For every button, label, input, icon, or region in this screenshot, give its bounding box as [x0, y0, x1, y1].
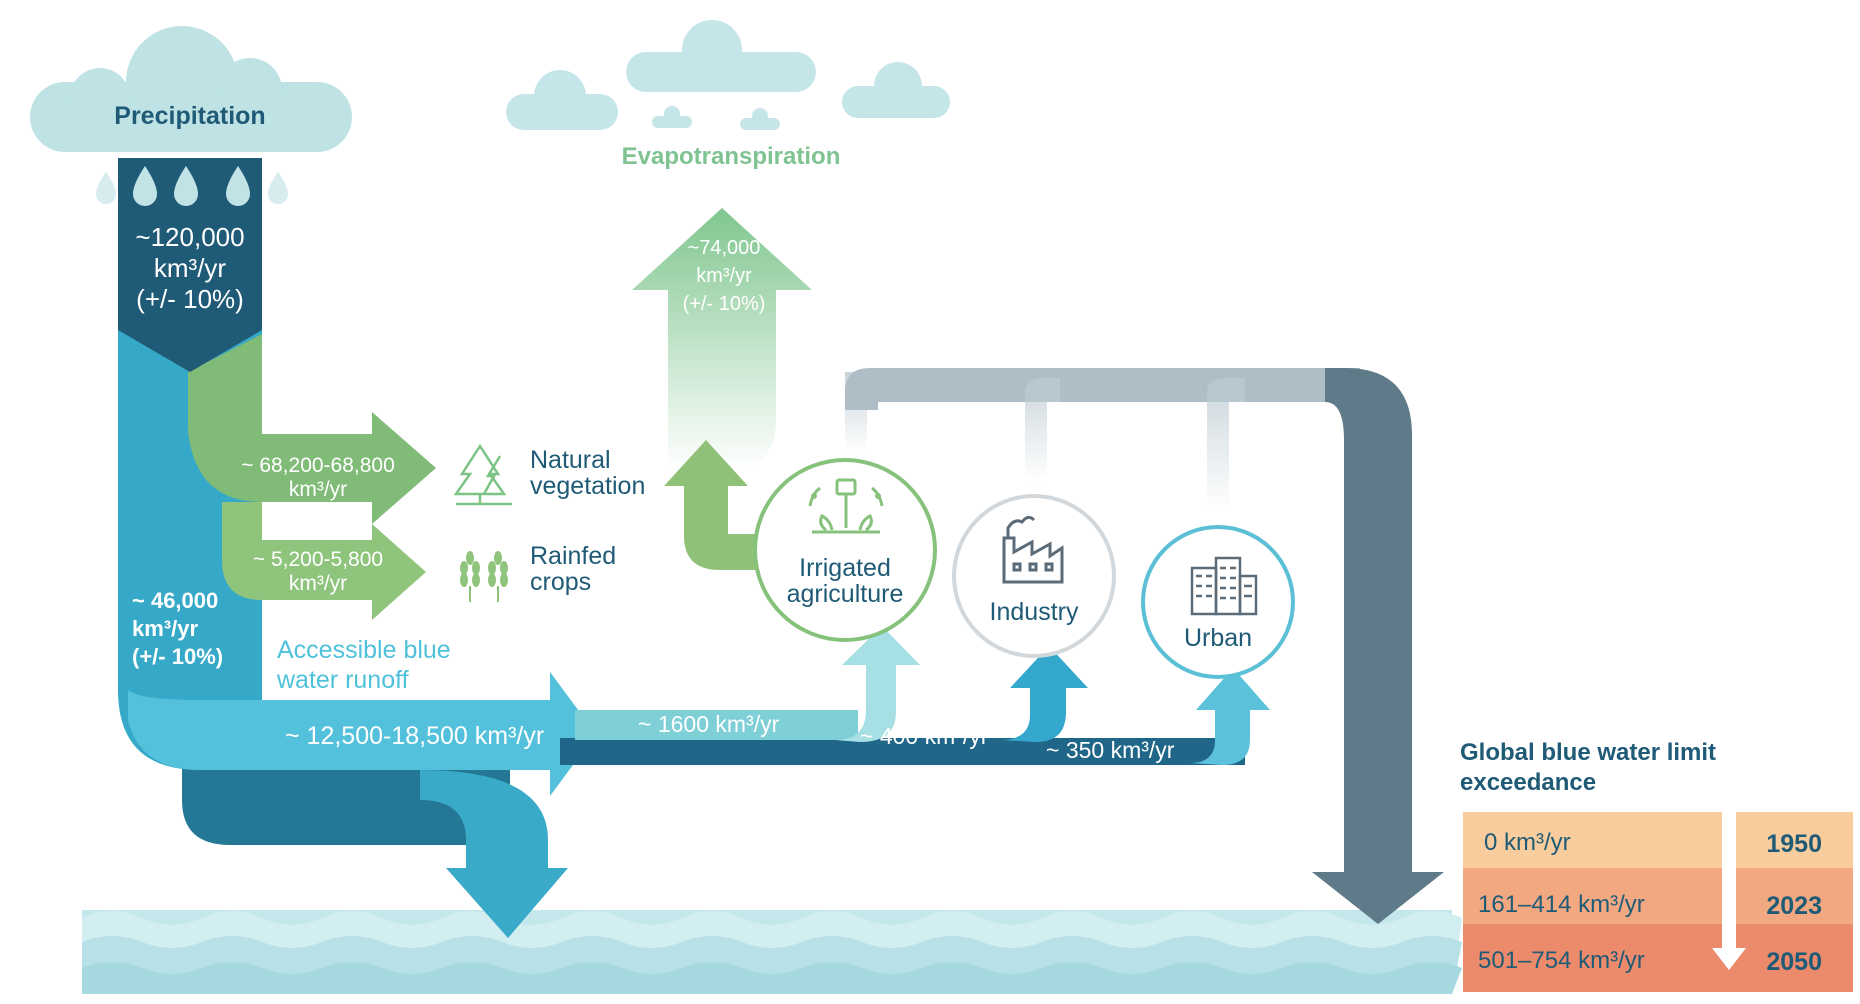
irrigated-label-1: Irrigated: [799, 554, 891, 582]
rainfed-flow-2: km³/yr: [289, 572, 347, 595]
precipitation-value-2: km³/yr: [154, 253, 227, 283]
limit-table: [1463, 812, 1853, 992]
raindrop-icon: [96, 166, 288, 206]
accessible-label-1: Accessible blue: [277, 636, 451, 664]
cloud-icon: [30, 26, 352, 152]
natural-label-1: Natural: [530, 446, 611, 474]
precipitation-value-3: (+/- 10%): [136, 284, 244, 314]
runoff-value-3: (+/- 10%): [132, 644, 223, 669]
limit-amount-2023: 161–414 km³/yr: [1478, 891, 1645, 918]
labels: Precipitation ~120,000 km³/yr (+/- 10%) …: [114, 102, 1822, 976]
evap-value-3: (+/- 10%): [683, 293, 766, 315]
rainfed-label-2: crops: [530, 568, 591, 596]
accessible-value: ~ 12,500-18,500 km³/yr: [285, 722, 544, 750]
rainfed-label-1: Rainfed: [530, 542, 616, 570]
precipitation-column: [118, 158, 262, 372]
limit-row-bg: [1463, 812, 1853, 868]
natural-flow-1: ~ 68,200-68,800: [241, 454, 395, 477]
return-flow: [845, 368, 1444, 924]
tree-icon: [453, 443, 512, 506]
limit-arrow-icon: [1712, 812, 1746, 970]
limit-title-2: exceedance: [1460, 769, 1596, 796]
limit-year-2050: 2050: [1766, 948, 1822, 976]
sprinkler-icon: [808, 478, 884, 534]
industry-label: Industry: [990, 598, 1079, 626]
runoff-value-1: ~ 46,000: [132, 588, 218, 613]
irrigated-flow-label: ~ 1600 km³/yr: [638, 711, 780, 737]
limit-row-bg: [1463, 924, 1853, 992]
natural-label-2: vegetation: [530, 472, 645, 500]
building-icon: [1190, 556, 1258, 616]
runoff-value-2: km³/yr: [132, 616, 198, 641]
limit-amount-1950: 0 km³/yr: [1484, 829, 1571, 856]
limit-amount-2050: 501–754 km³/yr: [1478, 947, 1645, 974]
rainfed-flow-1: ~ 5,200-5,800: [253, 548, 383, 571]
urban-node: [1141, 525, 1295, 679]
evap-value-1: ~74,000: [688, 237, 761, 259]
evapotranspiration-clouds: [506, 20, 950, 130]
factory-icon: [1002, 515, 1064, 584]
limit-row-bg: [1463, 868, 1853, 924]
accessible-label-2: water runoff: [276, 666, 409, 694]
use-arrows: [835, 626, 1270, 765]
water-body: [82, 910, 1462, 994]
irrigated-agriculture-node: [753, 458, 937, 642]
precipitation-value-1: ~120,000: [135, 222, 244, 252]
precipitation-title: Precipitation: [114, 102, 265, 130]
limit-title-1: Global blue water limit: [1460, 739, 1716, 766]
limit-year-2023: 2023: [1766, 892, 1822, 920]
industry-node: [952, 494, 1116, 658]
limit-year-1950: 1950: [1766, 830, 1822, 858]
industry-flow-label: ~ 400 km³/yr: [860, 723, 989, 749]
evap-value-2: km³/yr: [696, 265, 752, 287]
urban-flow-label: ~ 350 km³/yr: [1046, 737, 1175, 763]
irrigated-label-2: agriculture: [787, 580, 904, 608]
wheat-icon: [460, 551, 508, 602]
urban-label: Urban: [1184, 624, 1252, 652]
evapotranspiration-title: Evapotranspiration: [622, 143, 841, 170]
natural-flow-2: km³/yr: [289, 478, 347, 501]
green-water-flow: [188, 208, 812, 620]
